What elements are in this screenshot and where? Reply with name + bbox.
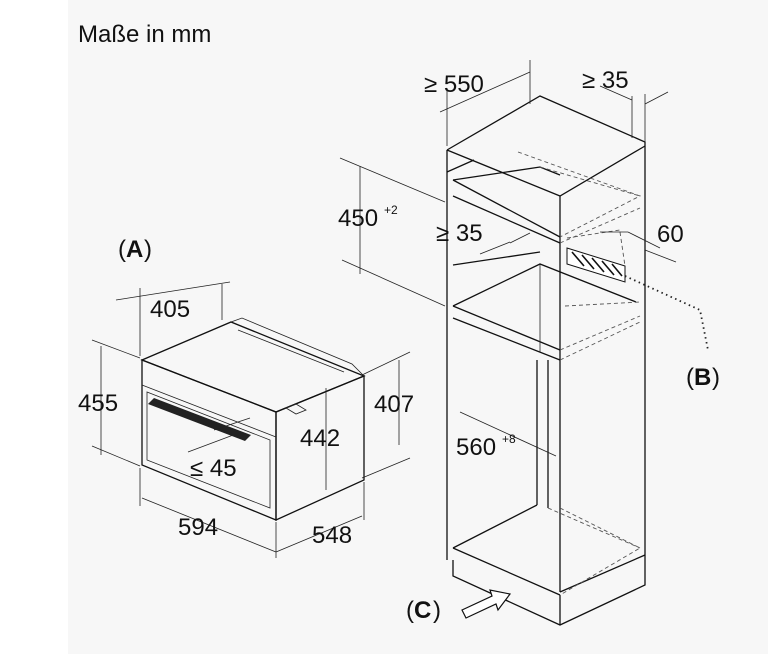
- dim-back-gap: ≥ 35: [582, 67, 629, 94]
- dim-cabinet-inner-width-tolerance: +8: [502, 432, 516, 446]
- oven-door: [146, 391, 271, 509]
- cabinet-top-outline: [446, 95, 646, 555]
- dim-cabinet-depth-min: ≥ 550: [424, 71, 484, 98]
- callout-b-leader: [624, 275, 709, 351]
- oven-drawing: [91, 281, 411, 558]
- callout-c-open: (: [406, 597, 414, 624]
- callout-a: A: [126, 236, 143, 263]
- callout-b-close: ): [712, 364, 720, 391]
- dim-vent-depth: 60: [657, 221, 684, 248]
- oven-top-detail: [237, 329, 345, 373]
- callout-a-close: ): [144, 236, 152, 263]
- dim-oven-depth: 548: [312, 522, 352, 549]
- callout-b: B: [694, 364, 711, 391]
- oven-handle: [148, 398, 251, 441]
- page-title: Maße in mm: [78, 21, 211, 48]
- vent-grille: [566, 247, 626, 283]
- oven-side: [275, 375, 365, 522]
- dim-niche-height-tolerance: +2: [384, 203, 398, 217]
- oven-latch: [285, 403, 307, 415]
- callout-c-arrow: [461, 589, 512, 619]
- top-shelf-front: [452, 179, 561, 238]
- oven-lip: [230, 317, 365, 377]
- dim-handle-clearance: ≤ 45: [190, 455, 237, 482]
- niche-shelf-front: [452, 305, 561, 351]
- callout-c-close: ): [433, 597, 441, 624]
- callout-b-open: (: [686, 364, 694, 391]
- dim-niche-height: 450: [338, 205, 378, 232]
- oven-front: [141, 359, 277, 521]
- dim-oven-inner-height: 442: [300, 425, 340, 452]
- dim-shelf-gap: ≥ 35: [436, 220, 483, 247]
- dim-oven-depth-top: 405: [150, 296, 190, 323]
- callout-c: C: [414, 597, 431, 624]
- oven-panel-line: [141, 384, 277, 438]
- dim-oven-height: 455: [78, 390, 118, 417]
- dim-oven-width: 594: [178, 514, 218, 541]
- diagram-background: [68, 0, 768, 654]
- callout-a-open: (: [118, 236, 126, 263]
- dim-cabinet-inner-width: 560: [456, 434, 496, 461]
- dim-oven-side-height: 407: [374, 391, 414, 418]
- cabinet-drawing: [339, 60, 709, 626]
